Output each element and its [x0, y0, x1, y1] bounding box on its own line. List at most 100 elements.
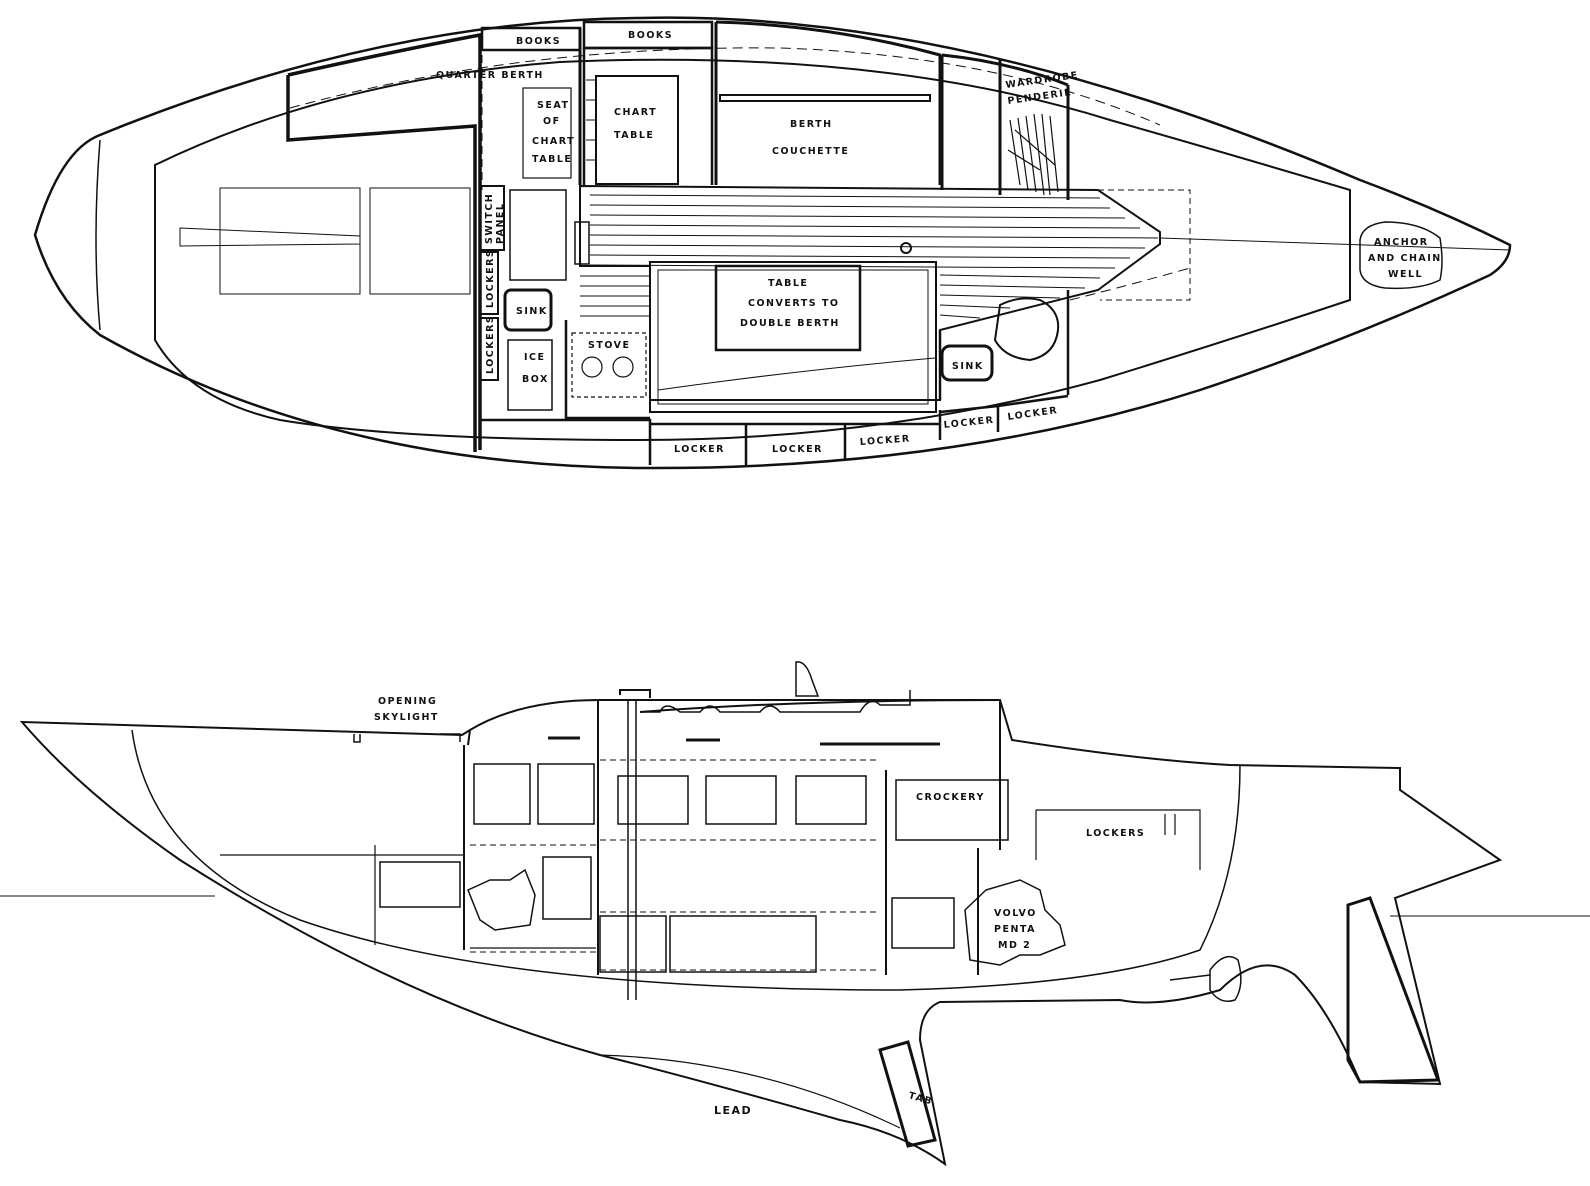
profile-keel-tab [878, 1040, 937, 1148]
label-engine-2: PENTA [994, 924, 1036, 935]
plan-switch-panel [479, 185, 505, 251]
plan-saloon-bench-inner [657, 269, 929, 405]
plan-wardrobe-top [941, 53, 1069, 87]
profile-cabinet-aft-lower [379, 861, 461, 908]
plan-ice-box [507, 339, 553, 411]
profile-sole-line [220, 845, 596, 949]
label-lockers-profile: LOCKERS [1086, 828, 1145, 839]
plan-wardrobe-hangers [1007, 113, 1059, 196]
profile-waterline [0, 895, 1590, 917]
label-locker-3: LOCKER [859, 433, 911, 448]
plan-sheerline-dashed-2 [1069, 267, 1191, 301]
plan-stove-burner-1 [581, 356, 603, 378]
label-switch-panel-2: PANEL [495, 203, 506, 244]
profile-dashed-lines [470, 759, 880, 971]
label-table-3: DOUBLE BERTH [740, 318, 840, 329]
plan-saloon-sole [579, 184, 1161, 401]
plan-sink-1 [503, 288, 553, 332]
label-sink-galley: SINK [516, 306, 548, 317]
plan-saloon-curve [657, 357, 936, 391]
profile-mast [627, 700, 637, 1000]
label-seat-4: TABLE [532, 154, 572, 165]
plan-view: QUARTER BERTH BOOKS BOOKS SEAT OF CHART … [33, 16, 1512, 470]
plan-sheerline-dashed [289, 47, 1161, 126]
label-berth: BERTH [790, 119, 833, 130]
plan-lockers-bottom [480, 394, 1069, 465]
plan-lockers-lower [479, 317, 499, 381]
plan-galley-hatch [574, 221, 590, 265]
label-locker-4: LOCKER [943, 415, 995, 431]
profile-cabinet-5 [795, 775, 867, 825]
profile-cabin-top [467, 689, 1001, 746]
plan-head-sink [940, 344, 994, 382]
profile-handrail [640, 690, 911, 713]
label-stove: STOVE [588, 340, 631, 351]
plan-bow-line [95, 139, 101, 331]
label-lockers-upper: LOCKERS [485, 249, 496, 308]
profile-galley-stove [467, 868, 536, 931]
plan-galley-wall [564, 320, 650, 420]
plan-head-wall [938, 290, 1070, 400]
label-locker-5: LOCKER [1007, 405, 1059, 423]
plan-anchor-well [1359, 221, 1443, 290]
label-sink-head: SINK [952, 361, 984, 372]
plan-hull-outer [33, 16, 1512, 470]
plan-toilet [993, 297, 1060, 362]
label-chart-table-2: TABLE [614, 130, 654, 141]
label-ice-box-2: BOX [522, 374, 549, 385]
label-locker-1: LOCKER [674, 444, 725, 455]
profile-cabinet-4 [705, 775, 777, 825]
label-wardrobe-2: PENDERIE [1007, 87, 1073, 107]
plan-saloon-table [714, 264, 862, 352]
label-anchor-3: WELL [1388, 269, 1423, 280]
profile-keel-fillet [599, 1054, 901, 1129]
label-crockery: CROCKERY [916, 792, 985, 803]
profile-dorade [795, 661, 820, 697]
profile-settee-front [599, 915, 667, 973]
label-table-1: TABLE [768, 278, 808, 289]
plan-stove-burner-2 [612, 356, 634, 378]
plan-head-dashed [1068, 189, 1191, 301]
plan-lockers-upper [479, 251, 499, 315]
label-seat-2: OF [543, 116, 561, 127]
plan-chart-table [595, 75, 679, 185]
profile-hull-inner [131, 729, 1241, 991]
label-books-aft: BOOKS [516, 36, 561, 47]
plan-hull-inner [154, 58, 1351, 442]
plan-berth-couchette [714, 20, 942, 185]
label-anchor-2: AND CHAIN [1368, 253, 1442, 264]
label-opening-skylight-2: SKYLIGHT [374, 712, 439, 723]
label-engine-1: VOLVO [994, 908, 1037, 919]
label-switch-panel-1: SWITCH [484, 193, 495, 244]
label-seat-3: CHART [532, 136, 575, 147]
profile-bulkheads [463, 700, 1001, 975]
label-seat-1: SEAT [537, 100, 569, 111]
profile-engine [964, 879, 1066, 966]
label-lockers-lower: LOCKERS [485, 315, 496, 374]
plan-tiller [179, 227, 361, 247]
label-anchor-1: ANCHOR [1374, 237, 1429, 248]
label-quarter-berth: QUARTER BERTH [436, 70, 544, 81]
profile-cabinet-2 [537, 763, 595, 825]
plan-saloon-bench [649, 261, 937, 413]
profile-cabinet-galley-lower [542, 856, 592, 920]
plan-stove [571, 332, 647, 398]
plan-wardrobe-wall [940, 55, 1070, 200]
profile-rudder [1346, 896, 1441, 1084]
profile-hull [19, 699, 1503, 1167]
profile-settee [669, 915, 817, 973]
profile-view: OPENING SKYLIGHT CROCKERY LOCKERS VOLVO … [0, 661, 1590, 1167]
plan-cockpit-seat [219, 187, 361, 295]
profile-skylight [353, 733, 461, 743]
label-books-fwd: BOOKS [628, 30, 673, 41]
label-locker-2: LOCKER [772, 444, 823, 455]
label-opening-skylight-1: OPENING [378, 696, 437, 707]
plan-galley-counter [509, 189, 567, 281]
profile-cabinet-3 [617, 775, 689, 825]
profile-propeller [1169, 955, 1242, 1002]
label-couchette: COUCHETTE [772, 146, 849, 157]
profile-forepeak-lockers [1035, 809, 1201, 870]
label-engine-3: MD 2 [998, 940, 1031, 951]
profile-cabinet-1 [473, 763, 531, 825]
